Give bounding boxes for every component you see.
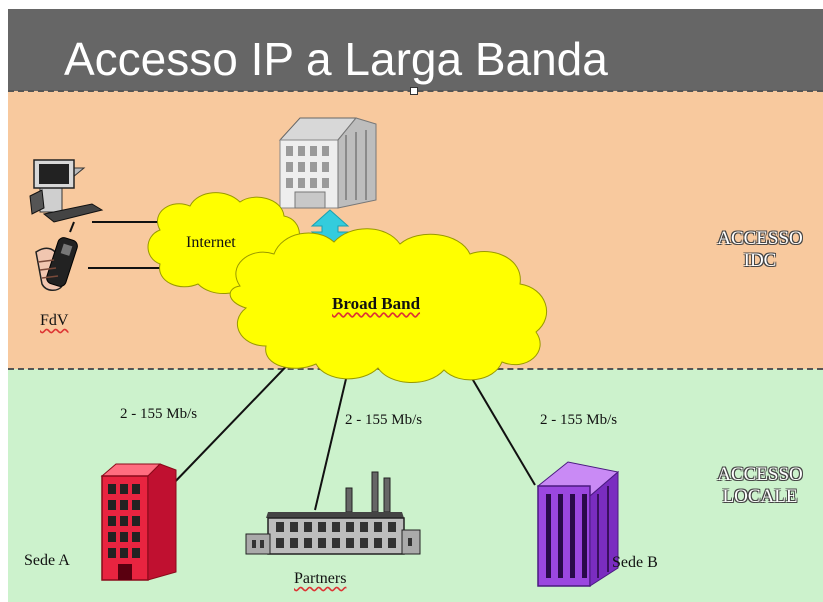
zone-accesso-locale-line1: ACCESSO <box>717 464 803 485</box>
broadband-cloud <box>229 228 547 383</box>
partners-label: Partners <box>294 570 346 588</box>
sede-a-label: Sede A <box>24 552 70 569</box>
link-sede-a-speed-text: 2 - 155 Mb/s <box>120 406 198 422</box>
title-bar <box>8 9 823 91</box>
link-partners-speed-text: 2 - 155 Mb/s <box>345 412 423 428</box>
idc-building-icon <box>278 117 377 209</box>
partners-text: Partners <box>294 570 347 587</box>
link-sede-a-speed: 2 - 155 Mb/s <box>120 406 197 423</box>
link-sede-a <box>169 351 301 488</box>
zone-accesso-idc-line1: ACCESSO <box>717 228 803 249</box>
sede-a-building-icon <box>100 463 177 581</box>
slide-title: Accesso IP a Larga Banda <box>64 33 608 85</box>
sede-b-label: Sede B <box>612 554 658 571</box>
zone-accesso-locale-line2: LOCALE <box>722 486 798 507</box>
zone-accesso-locale-label: ACCESSO LOCALE <box>705 464 815 508</box>
zone-accesso-idc-line2: IDC <box>743 250 777 271</box>
link-sede-b-speed: 2 - 155 Mb/s <box>540 412 617 429</box>
selection-handle-top[interactable] <box>410 87 418 95</box>
link-partners-speed: 2 - 155 Mb/s <box>345 412 422 429</box>
link-sede-b-speed-text: 2 - 155 Mb/s <box>540 412 618 428</box>
fdv-label: FdV <box>40 312 68 330</box>
mobile-phone-icon <box>35 221 78 291</box>
partners-factory-icon <box>245 471 421 555</box>
broadband-cloud-label: Broad Band <box>332 294 420 314</box>
sede-b-building-icon <box>536 461 620 587</box>
internet-cloud-label: Internet <box>186 234 236 251</box>
fdv-text: FdV <box>40 312 69 329</box>
link-partners <box>314 361 351 511</box>
pc-icon <box>29 159 104 223</box>
broadband-cloud-text: Broad Band <box>332 294 421 313</box>
zone-accesso-idc-label: ACCESSO IDC <box>705 228 815 272</box>
